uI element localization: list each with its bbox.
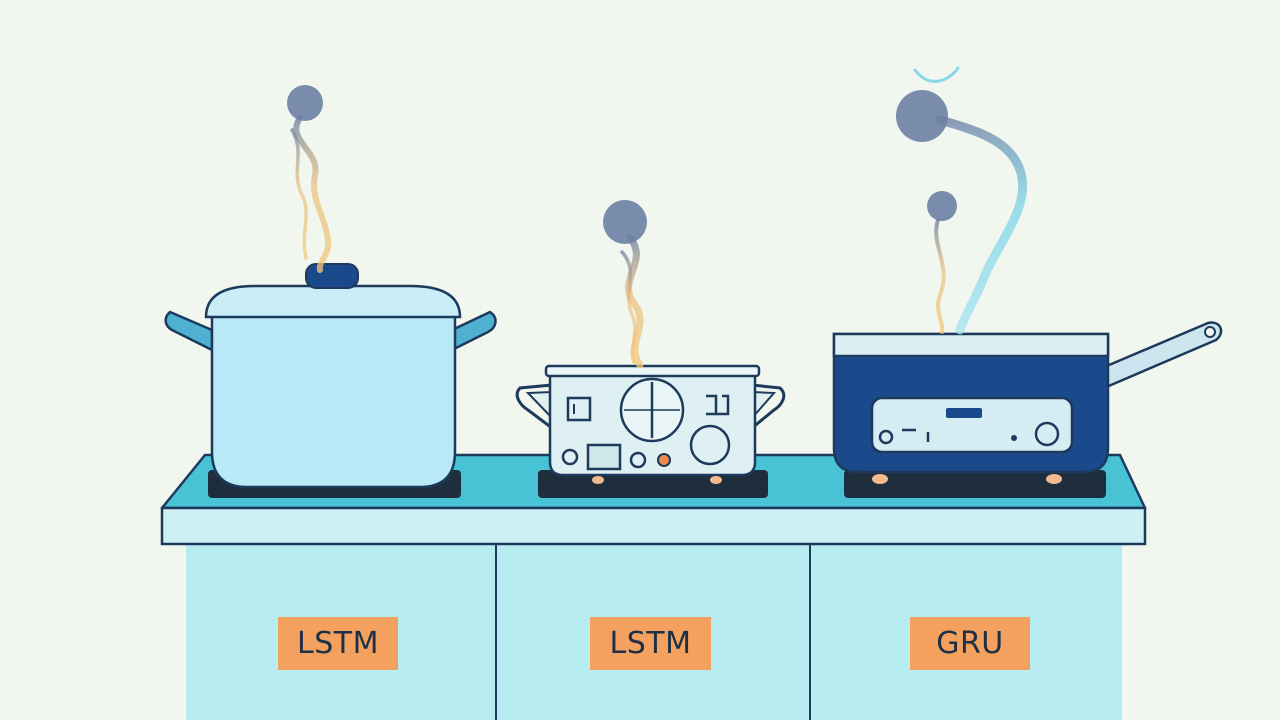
- saucepan-icon: [832, 321, 1223, 484]
- stock-pot-icon: [164, 263, 497, 489]
- steam-icon: [287, 66, 1028, 369]
- small-pot-icon: [515, 364, 786, 484]
- label-left-pot: LSTM: [278, 617, 398, 670]
- label-middle-pot: LSTM: [590, 617, 711, 670]
- label-right-pan: GRU: [910, 617, 1030, 670]
